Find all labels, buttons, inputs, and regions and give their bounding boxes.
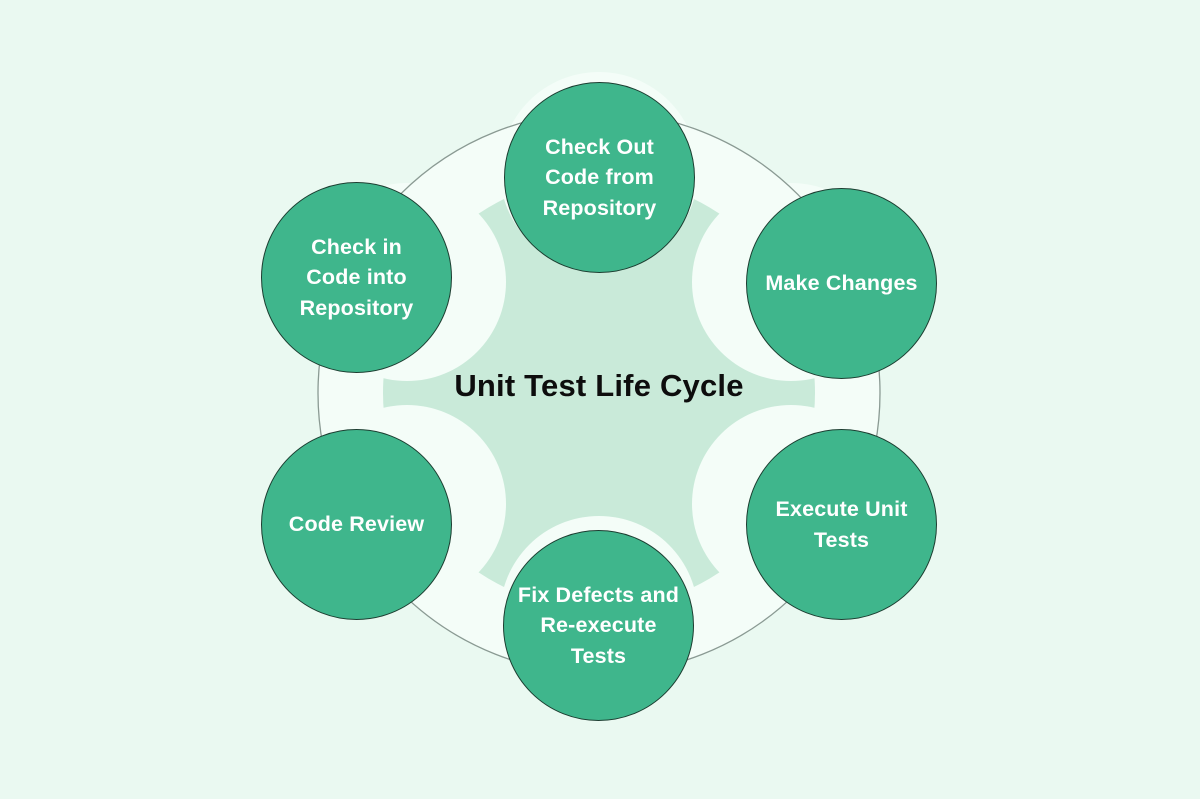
- node-label-check-out-code: Check Out Code from Repository: [542, 134, 657, 220]
- node-check-in-code[interactable]: Check in Code into Repository: [261, 182, 452, 373]
- center-title: Unit Test Life Cycle: [454, 368, 744, 403]
- node-fix-defects[interactable]: Fix Defects and Re-execute Tests: [503, 530, 694, 721]
- node-label-execute-unit-tests: Execute Unit Tests: [775, 496, 908, 552]
- node-label-fix-defects: Fix Defects and Re-execute Tests: [517, 582, 680, 668]
- node-execute-unit-tests[interactable]: Execute Unit Tests: [746, 429, 937, 620]
- node-label-code-review: Code Review: [288, 512, 425, 537]
- node-label-check-in-code: Check in Code into Repository: [299, 234, 414, 320]
- node-label-make-changes: Make Changes: [765, 271, 918, 296]
- node-check-out-code[interactable]: Check Out Code from Repository: [504, 82, 695, 273]
- node-make-changes[interactable]: Make Changes: [746, 188, 937, 379]
- node-code-review[interactable]: Code Review: [261, 429, 452, 620]
